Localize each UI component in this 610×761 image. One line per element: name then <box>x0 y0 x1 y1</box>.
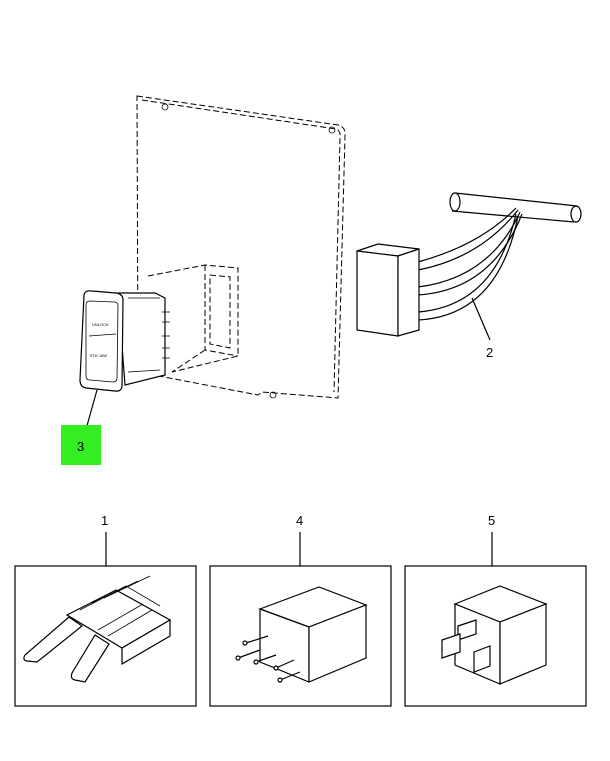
panel-hole-top-left <box>161 103 169 111</box>
relay-harness-assembly <box>356 192 582 337</box>
relay-5 <box>441 585 548 685</box>
panel-hole-top-right <box>328 126 336 134</box>
switch-label-top: UNLOCK <box>92 322 109 327</box>
rocker-switch: UNLOCK 5TH JAW <box>79 290 170 392</box>
panel-part-1: 1 <box>14 513 197 707</box>
panel-part-5: 5 <box>404 513 587 707</box>
mounting-panel <box>136 95 346 399</box>
callout-2: 2 <box>486 345 493 360</box>
callout-4: 4 <box>296 513 303 528</box>
callout-5: 5 <box>488 513 495 528</box>
switch-label-bottom: 5TH JAW <box>90 353 107 358</box>
callout-3-highlight <box>61 425 101 465</box>
panel-part-4: 4 <box>209 513 392 707</box>
callout-3: 3 <box>77 439 84 454</box>
relay-4 <box>235 586 368 683</box>
mini-fuse <box>23 575 172 683</box>
callout-1: 1 <box>101 513 108 528</box>
leader-line-2 <box>471 297 491 341</box>
panel-hole-bottom <box>269 391 277 399</box>
